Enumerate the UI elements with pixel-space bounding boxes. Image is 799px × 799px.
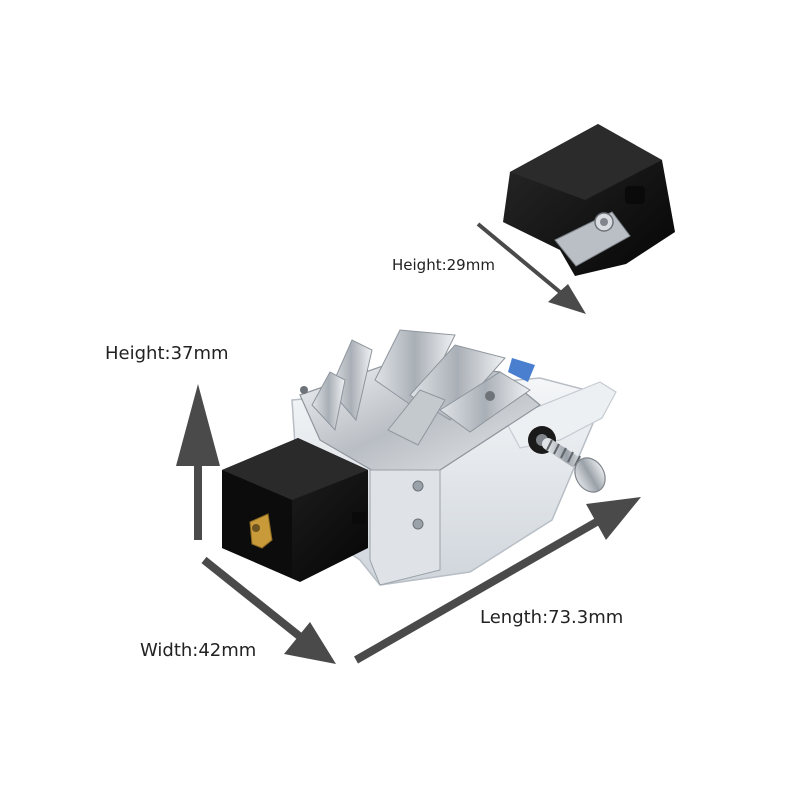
label-height: Height:37mm <box>105 343 229 364</box>
arrow-height <box>176 384 220 540</box>
label-length: Length:73.3mm <box>480 607 624 628</box>
brass-nozzle <box>249 513 273 549</box>
dimension-arrows <box>176 222 641 664</box>
label-sock-height: Height:29mm <box>392 256 495 274</box>
extruder-assembly <box>222 329 617 586</box>
heatsink-fins <box>311 329 531 446</box>
arrow-sock-height <box>476 222 586 314</box>
label-width: Width:42mm <box>140 640 257 661</box>
arrow-length <box>354 497 641 664</box>
tension-knob <box>528 426 606 493</box>
silicone-sock-small <box>503 124 675 276</box>
arrow-width <box>201 556 336 664</box>
